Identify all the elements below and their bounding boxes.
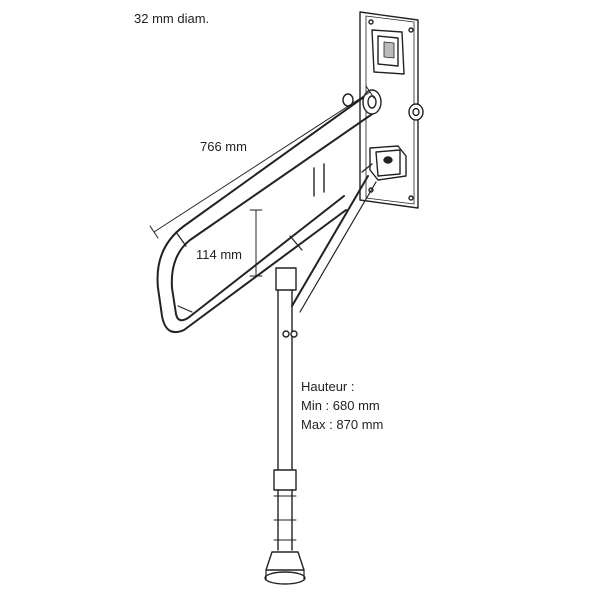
wall-plate bbox=[359, 11, 424, 209]
height-max-label: Max : 870 mm bbox=[301, 417, 384, 432]
length-label: 766 mm bbox=[200, 139, 247, 154]
diameter-label: 32 mm diam. bbox=[134, 11, 210, 26]
height-min-label: Min : 680 mm bbox=[301, 398, 380, 413]
support-strut bbox=[291, 163, 377, 313]
support-leg bbox=[264, 267, 306, 585]
height-title-label: Hauteur : bbox=[301, 379, 355, 394]
stub-tube bbox=[313, 163, 325, 197]
length-dimension bbox=[149, 85, 375, 239]
gap-label: 114 mm bbox=[196, 247, 242, 262]
folding-bar bbox=[156, 89, 382, 334]
gap-dimension bbox=[249, 209, 263, 277]
